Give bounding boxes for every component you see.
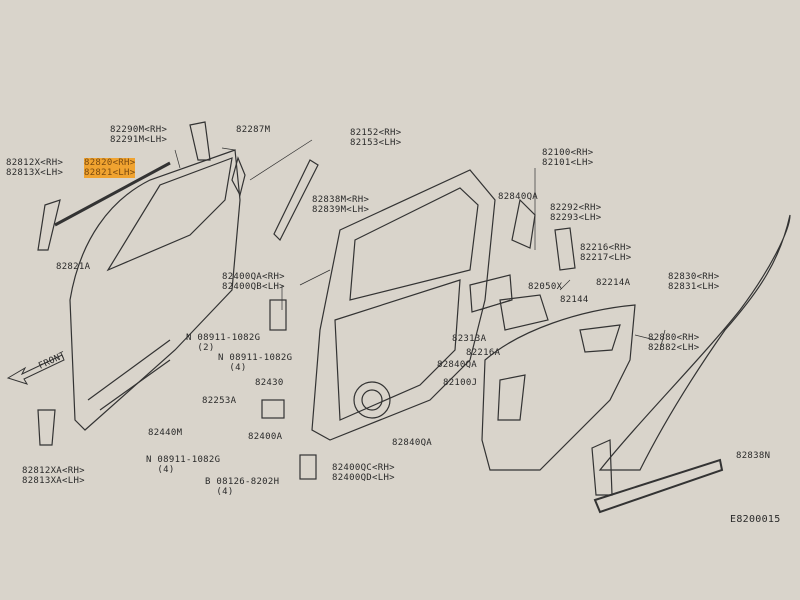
callout-82313a: 82313A xyxy=(452,334,487,344)
callout-82292: 82292<RH> 82293<LH> xyxy=(550,203,602,223)
diagram-code: E8200015 xyxy=(730,514,781,525)
callout-82214a: 82214A xyxy=(596,278,631,288)
callout-82290m: 82290M<RH> 82291M<LH> xyxy=(110,125,168,145)
callout-82812xa: 82812XA<RH> 82813XA<LH> xyxy=(22,466,85,486)
callout-82820: 82820<RH> 82821<LH> xyxy=(84,158,136,178)
callout-82840qa-bot: 82840QA xyxy=(392,438,433,448)
callout-82287m: 82287M xyxy=(236,125,271,135)
callout-82100: 82100<RH> 82101<LH> xyxy=(542,148,594,168)
callout-82840qa-top: 82840QA xyxy=(498,192,539,202)
callout-08911-mid: N 08911-1082G (4) xyxy=(218,353,293,373)
inner-door-frame xyxy=(311,169,496,441)
callout-82880: 82880<RH> 82882<LH> xyxy=(648,333,700,353)
callout-82050x: 82050X xyxy=(528,282,563,292)
callout-82830: 82830<RH> 82831<LH> xyxy=(668,272,720,292)
front-arrow-icon xyxy=(6,354,65,385)
lower-trim xyxy=(37,409,56,446)
weatherstrip xyxy=(598,214,791,471)
callout-82216: 82216<RH> 82217<LH> xyxy=(580,243,632,263)
callout-82400qc: 82400QC<RH> 82400QD<LH> xyxy=(332,463,395,483)
callout-82440m: 82440M xyxy=(148,428,183,438)
callout-82100j: 82100J xyxy=(443,378,478,388)
callout-08911-bot: N 08911-1082G (4) xyxy=(146,455,221,475)
door-moulding xyxy=(54,161,171,227)
callout-08126: B 08126-8202H (4) xyxy=(205,477,280,497)
sash-trim xyxy=(37,199,61,251)
callout-08911-top: N 08911-1082G (2) xyxy=(186,333,261,353)
callout-82400a: 82400A xyxy=(248,432,283,442)
callout-82821a: 82821A xyxy=(56,262,91,272)
sash-seal xyxy=(273,159,319,242)
callout-82152: 82152<RH> 82153<LH> xyxy=(350,128,402,148)
callout-82400qa: 82400QA<RH> 82400QB<LH> xyxy=(222,272,285,292)
callout-82812x: 82812X<RH> 82813X<LH> xyxy=(6,158,64,178)
callout-82253a: 82253A xyxy=(202,396,237,406)
callout-82840qa-mid: 82840QA xyxy=(437,360,478,370)
callout-82216a: 82216A xyxy=(466,348,501,358)
outer-door-panel xyxy=(69,149,241,431)
callout-82838n: 82838N xyxy=(736,451,771,461)
callout-82144: 82144 xyxy=(560,295,589,305)
door-trim-panel xyxy=(481,304,636,471)
callout-82838m: 82838M<RH> 82839M<LH> xyxy=(312,195,370,215)
callout-82430: 82430 xyxy=(255,378,284,388)
lower-seal xyxy=(593,458,724,514)
